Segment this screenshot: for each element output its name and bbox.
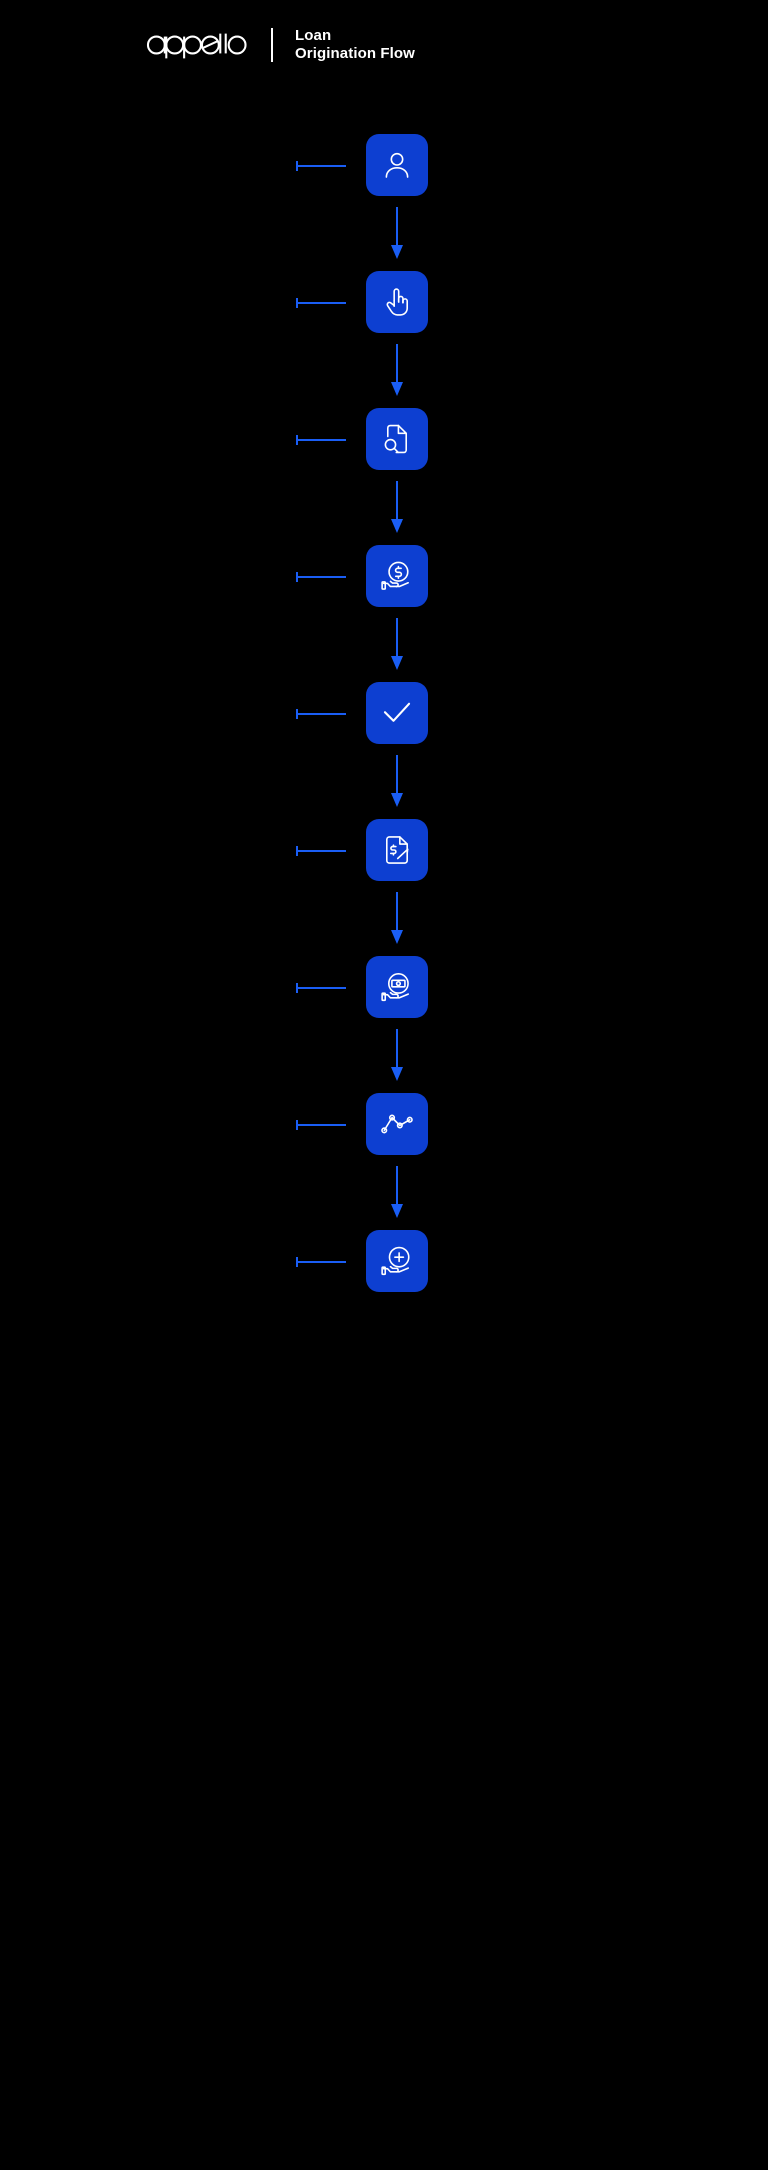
flow-step-6[interactable]	[0, 813, 560, 888]
connector-line-8	[296, 1120, 346, 1130]
check-icon	[380, 696, 414, 730]
page-title: Loan Origination Flow	[295, 27, 415, 62]
flow-arrow-8	[0, 1162, 560, 1224]
flow-arrow-6	[0, 888, 560, 950]
flow-step-5[interactable]	[0, 676, 560, 751]
flow-step-8[interactable]	[0, 1087, 560, 1162]
document-dollar-icon	[380, 833, 414, 867]
hand-holding-coin-icon	[380, 559, 414, 593]
hand-pointer-icon	[380, 285, 414, 319]
title-line-1: Loan	[295, 27, 332, 45]
connector-line-5	[296, 709, 346, 719]
step-tile-2[interactable]	[366, 271, 428, 333]
connector-line-7	[296, 983, 346, 993]
step-tile-9[interactable]	[366, 1230, 428, 1292]
connector-line-4	[296, 572, 346, 582]
flow-step-7[interactable]	[0, 950, 560, 1025]
flow-step-3[interactable]	[0, 402, 560, 477]
title-line-2: Origination Flow	[295, 45, 415, 62]
step-tile-4[interactable]	[366, 545, 428, 607]
flow-arrow-1	[0, 203, 560, 265]
flow-steps	[0, 128, 560, 1299]
header-divider	[271, 28, 274, 62]
flow-arrow-4	[0, 614, 560, 676]
hand-holding-cash-icon	[380, 970, 414, 1004]
step-tile-1[interactable]	[366, 134, 428, 196]
flow-arrow-2	[0, 340, 560, 402]
step-tile-8[interactable]	[366, 1093, 428, 1155]
connector-line-2	[296, 298, 346, 308]
flow-step-2[interactable]	[0, 265, 560, 340]
flow-arrow-5	[0, 751, 560, 813]
flow-step-9[interactable]	[0, 1224, 560, 1299]
header: Loan Origination Flow	[0, 0, 560, 90]
flow-canvas: Loan Origination Flow	[0, 0, 560, 1299]
hand-coin-plus-icon	[380, 1244, 414, 1278]
flow-step-4[interactable]	[0, 539, 560, 614]
flow-step-1[interactable]	[0, 128, 560, 203]
connector-line-1	[296, 161, 346, 171]
step-tile-6[interactable]	[366, 819, 428, 881]
step-tile-3[interactable]	[366, 408, 428, 470]
flow-arrow-7	[0, 1025, 560, 1087]
connector-line-9	[296, 1257, 346, 1267]
line-chart-icon	[380, 1107, 414, 1141]
step-tile-7[interactable]	[366, 956, 428, 1018]
step-tile-5[interactable]	[366, 682, 428, 744]
user-icon	[380, 148, 414, 182]
connector-line-6	[296, 846, 346, 856]
document-search-icon	[380, 422, 414, 456]
flow-arrow-3	[0, 477, 560, 539]
appello-logo	[145, 28, 249, 62]
connector-line-3	[296, 435, 346, 445]
